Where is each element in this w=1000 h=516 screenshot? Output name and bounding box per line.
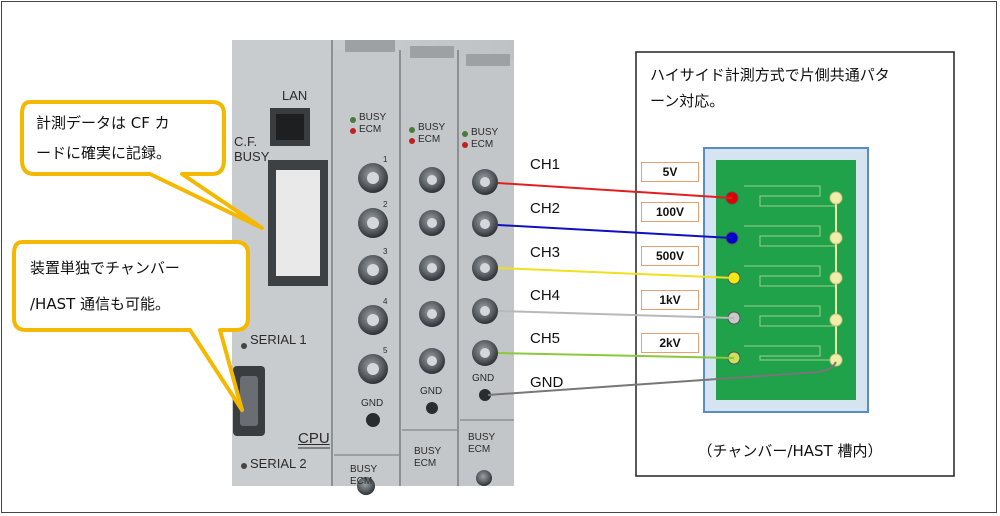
- device-photo: [232, 40, 514, 495]
- connectors-module-2: [419, 167, 445, 414]
- gnd-wire: [487, 361, 837, 396]
- ch2-wire: [497, 224, 733, 239]
- wire-group: [487, 182, 837, 396]
- m1-connector-num-5: 5: [383, 346, 388, 355]
- module1-ecm-label: ECM: [359, 124, 382, 135]
- voltage-box-100v: 100V: [641, 202, 699, 222]
- module2-lower-ecm-label: ECM: [414, 458, 437, 469]
- voltage-box-2kv: 2kV: [641, 333, 699, 353]
- speech-bubble-top: [20, 100, 264, 230]
- ch1-label: CH1: [530, 156, 561, 173]
- voltage-box-5v: 5V: [641, 162, 699, 182]
- serial2-label: SERIAL 2: [250, 456, 307, 471]
- module1-gnd-label: GND: [361, 398, 384, 409]
- voltage-box-1kv: 1kV: [641, 290, 699, 310]
- m1-connector-num-3: 3: [383, 247, 388, 256]
- module3-lower-ecm-label: ECM: [468, 444, 491, 455]
- module3-lower-busy-label: BUSY: [468, 432, 496, 443]
- ch4-label: CH4: [530, 287, 561, 304]
- module1-lower-ecm-label: ECM: [350, 476, 373, 487]
- ch5-wire: [497, 352, 735, 359]
- module3-gnd-label: GND: [472, 373, 495, 384]
- bubble-top-line1: 計測データは CF カ: [36, 114, 170, 132]
- bubble-top-line2: ードに確実に記録。: [36, 144, 172, 162]
- m1-connector-num-2: 2: [383, 200, 388, 209]
- serial1-label: SERIAL 1: [250, 332, 307, 347]
- speech-bubble-bottom: [12, 240, 250, 412]
- lan-label: LAN: [282, 88, 308, 103]
- cpu-label: CPU: [298, 430, 330, 447]
- chamber-box-title-line1: ハイサイド計測方式で片側共通パタ: [650, 66, 890, 84]
- bubble-top-text: 計測データは CF カ ードに確実に記録。: [36, 108, 171, 168]
- bubble-bottom-line2: /HAST 通信も可能。: [30, 295, 171, 313]
- ch5-label: CH5: [530, 330, 561, 347]
- bubble-bottom-line1: 装置単独でチャンバー: [30, 259, 180, 277]
- module3-ecm-label: ECM: [471, 139, 494, 150]
- led-group-1: [350, 117, 468, 148]
- connectors-module-1: [357, 163, 388, 495]
- module3-busy-label: BUSY: [471, 127, 499, 138]
- ch3-wire: [497, 267, 735, 279]
- module1-busy-label: BUSY: [359, 112, 387, 123]
- cf-busy-label: C.F. BUSY: [234, 134, 270, 164]
- ch4-wire: [497, 310, 735, 319]
- test-board: [703, 147, 869, 413]
- module2-ecm-label: ECM: [418, 134, 441, 145]
- ch3-label: CH3: [530, 244, 561, 261]
- chamber-box-title-line2: ーン対応。: [650, 92, 725, 110]
- m1-connector-num-4: 4: [383, 297, 388, 306]
- module2-lower-busy-label: BUSY: [414, 446, 442, 457]
- gnd-label: GND: [530, 374, 564, 391]
- bubble-bottom-text: 装置単独でチャンバー /HAST 通信も可能。: [30, 250, 180, 322]
- ch2-label: CH2: [530, 200, 561, 217]
- module2-busy-label: BUSY: [418, 122, 446, 133]
- connectors-module-3: [472, 169, 498, 486]
- chamber-caption: （チャンバー/HAST 槽内）: [697, 442, 883, 460]
- ch1-wire: [497, 182, 733, 199]
- voltage-box-500v: 500V: [641, 246, 699, 266]
- chamber-box-title: ハイサイド計測方式で片側共通パタ ーン対応。: [650, 62, 940, 114]
- module1-lower-busy-label: BUSY: [350, 464, 378, 475]
- cf-card: [276, 170, 320, 276]
- module2-gnd-label: GND: [420, 386, 443, 397]
- m1-connector-num-1: 1: [383, 155, 388, 164]
